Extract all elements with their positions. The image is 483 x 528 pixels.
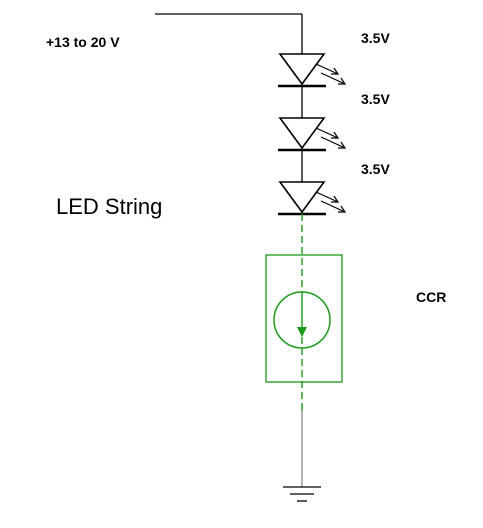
ground-icon [283, 486, 321, 502]
ccr-block [265, 214, 343, 410]
led-1 [278, 53, 347, 88]
led-1-emission-arrows-icon [315, 63, 347, 85]
led-2-voltage-label: 3.5V [361, 91, 390, 107]
ccr-arrow-icon [297, 327, 307, 337]
ccr-label: CCR [416, 289, 447, 305]
led-string-label: LED String [56, 194, 163, 219]
led-3-voltage-label: 3.5V [361, 161, 390, 177]
led-2 [278, 117, 347, 152]
led-2-emission-arrows-icon [315, 127, 347, 149]
led-3-emission-arrows-icon [315, 191, 347, 213]
supply-wire [155, 13, 303, 54]
supply-voltage-label: +13 to 20 V [46, 34, 120, 50]
led-3 [278, 181, 347, 216]
ccr-box [265, 254, 343, 383]
led-1-voltage-label: 3.5V [361, 30, 390, 46]
